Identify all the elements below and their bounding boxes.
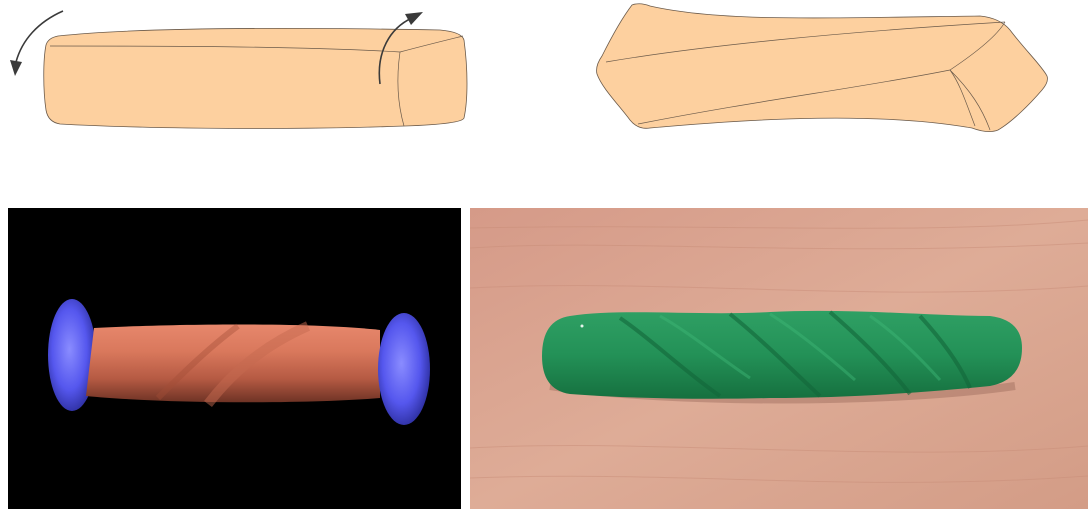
block-body (44, 28, 467, 128)
twisted-block-illustration (580, 0, 1060, 150)
twisted-rod (86, 325, 380, 403)
simulated-rod-render (8, 208, 461, 509)
untwisted-block-illustration (0, 0, 480, 150)
clay-rod-photo (470, 208, 1088, 509)
right-handle (378, 313, 430, 425)
twisted-block-body (597, 4, 1048, 132)
